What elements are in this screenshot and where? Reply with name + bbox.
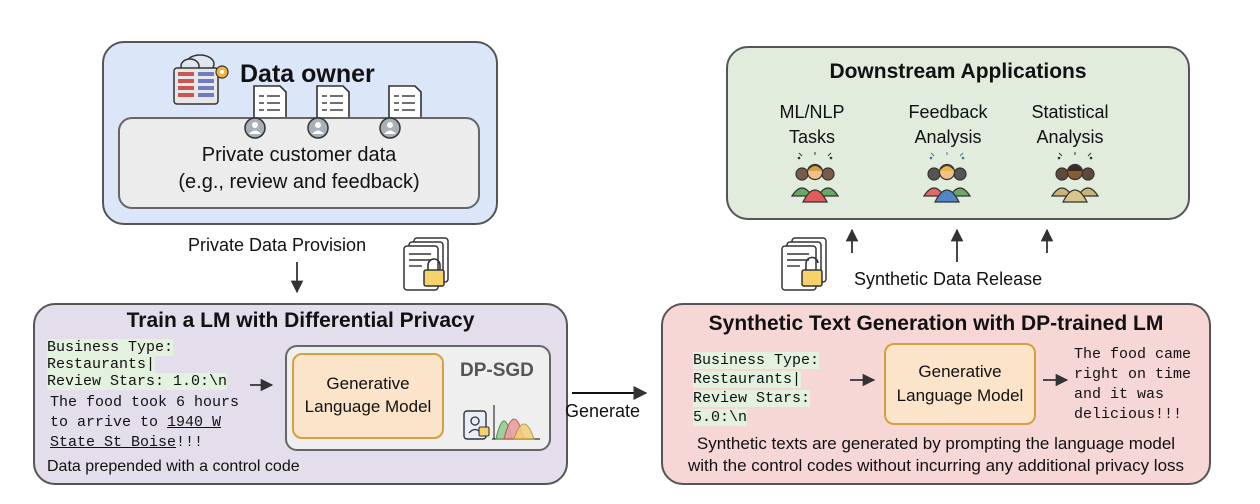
synthetic-code-line3: Review Stars: — [693, 390, 811, 407]
unlocked-documents-icon — [781, 237, 827, 291]
train-text-line3-suffix: !!! — [176, 434, 204, 451]
generate-label: Generate — [565, 401, 641, 421]
provision-label: Private Data Provision — [188, 235, 367, 255]
app-feedback-line2: Analysis — [914, 127, 982, 147]
train-model-box — [292, 353, 444, 439]
train-code-line3: Review Stars: 1.0:\n — [47, 373, 228, 390]
train-text-line1: The food took 6 hours — [50, 394, 240, 411]
train-address-part2: State St Boise — [50, 434, 177, 451]
synthetic-code-line1: Business Type: — [693, 352, 820, 369]
release-label: Synthetic Data Release — [854, 269, 1043, 289]
synthetic-code-line2: Restaurants| — [693, 371, 802, 388]
synthetic-control-code: Business Type: Restaurants| Review Stars… — [693, 351, 820, 427]
synthetic-out-line3: and it was — [1074, 386, 1165, 403]
private-data-box — [118, 117, 480, 209]
synthetic-model-line1: Generative — [918, 362, 1002, 381]
app-feedback-line1: Feedback — [908, 102, 988, 122]
train-review-text: The food took 6 hours to arrive to 1940 … — [50, 393, 239, 453]
document-user-icon — [307, 117, 329, 139]
people-group-icon — [1050, 152, 1100, 203]
train-title: Train a LM with Differential Privacy — [126, 309, 475, 332]
app-statistical-line1: Statistical — [1031, 102, 1109, 122]
synthetic-title: Synthetic Text Generation with DP-traine… — [708, 312, 1164, 335]
private-data-line1: Private customer data — [201, 144, 397, 166]
train-code-line2: Restaurants| — [47, 356, 156, 373]
app-ml-nlp-line2: Tasks — [788, 127, 835, 147]
train-caption: Data prepended with a control code — [47, 458, 300, 475]
privacy-distribution-icon — [463, 405, 540, 440]
synthetic-out-line2: right on time — [1074, 366, 1192, 383]
people-group-icon — [922, 152, 972, 203]
train-control-code: Business Type: Restaurants| Review Stars… — [47, 339, 228, 390]
train-model-line1: Generative — [326, 374, 410, 393]
server-cloud-icon — [173, 54, 229, 105]
document-user-icon — [244, 117, 266, 139]
train-code-line1: Business Type: — [47, 339, 174, 356]
train-model-line2: Language Model — [304, 397, 432, 416]
locked-documents-icon — [403, 237, 449, 291]
dp-sgd-label: DP-SGD — [460, 360, 534, 381]
downstream-title: Downstream Applications — [829, 60, 1087, 83]
app-ml-nlp-line1: ML/NLP — [779, 102, 845, 122]
private-data-line2: (e.g., review and feedback) — [178, 171, 420, 193]
synthetic-code-line4: 5.0:\n — [693, 409, 748, 426]
data-owner-title: Data owner — [240, 60, 375, 88]
synthetic-caption-line2: with the control codes without incurring… — [687, 456, 1185, 475]
document-user-icon — [379, 117, 401, 139]
synthetic-caption-line1: Synthetic texts are generated by prompti… — [696, 434, 1176, 453]
train-text-line2-prefix: to arrive to — [50, 414, 168, 431]
synthetic-output-text: The food came right on time and it was d… — [1074, 345, 1191, 425]
synthetic-model-line2: Language Model — [896, 386, 1024, 405]
synthetic-out-line4: delicious!!! — [1074, 406, 1183, 423]
train-address-part1: 1940 W — [167, 414, 222, 431]
people-group-icon — [790, 152, 840, 203]
app-statistical-line2: Analysis — [1036, 127, 1104, 147]
synthetic-out-line1: The food came — [1074, 346, 1192, 363]
synthetic-model-box — [884, 343, 1036, 425]
